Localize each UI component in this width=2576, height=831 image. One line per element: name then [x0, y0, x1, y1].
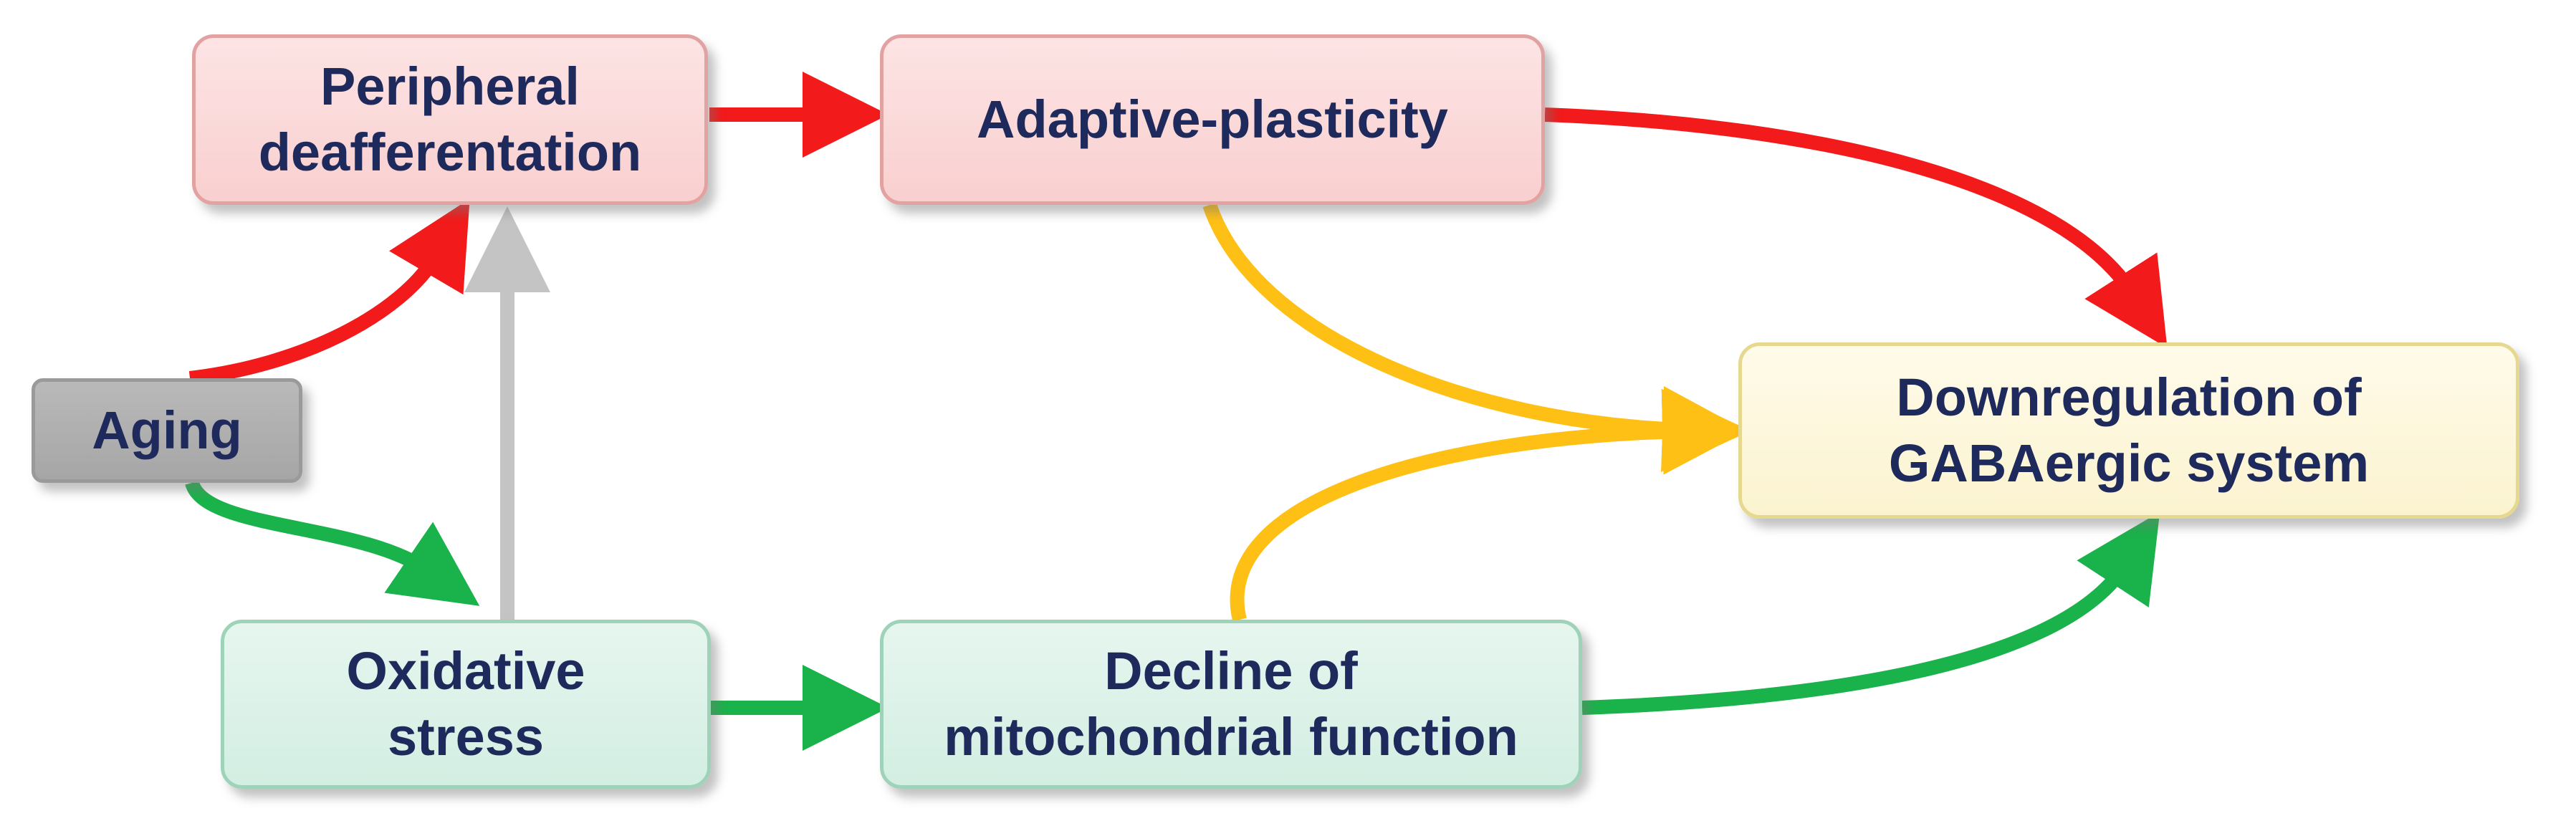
node-oxidative-stress: Oxidative stress — [221, 620, 711, 789]
edge-aging-to-oxidative — [185, 480, 480, 606]
edge-adaptive-to-downregulation-yellow — [1202, 202, 1748, 472]
edge-adaptive-to-downregulation-red — [1544, 107, 2168, 348]
edge-decline-to-downregulation — [1581, 511, 2160, 715]
node-peripheral-deafferentation: Peripheral deafferentation — [192, 34, 708, 205]
edge-aging-to-peripheral — [188, 198, 470, 385]
node-adaptive-plasticity: Adaptive-plasticity — [880, 34, 1545, 205]
node-decline-mitochondrial-function: Decline of mitochondrial function — [880, 620, 1582, 789]
node-downregulation-gabaergic: Downregulation of GABAergic system — [1738, 342, 2519, 519]
edge-decline-to-downregulation-yellow — [1230, 388, 1748, 622]
node-aging: Aging — [32, 378, 302, 483]
